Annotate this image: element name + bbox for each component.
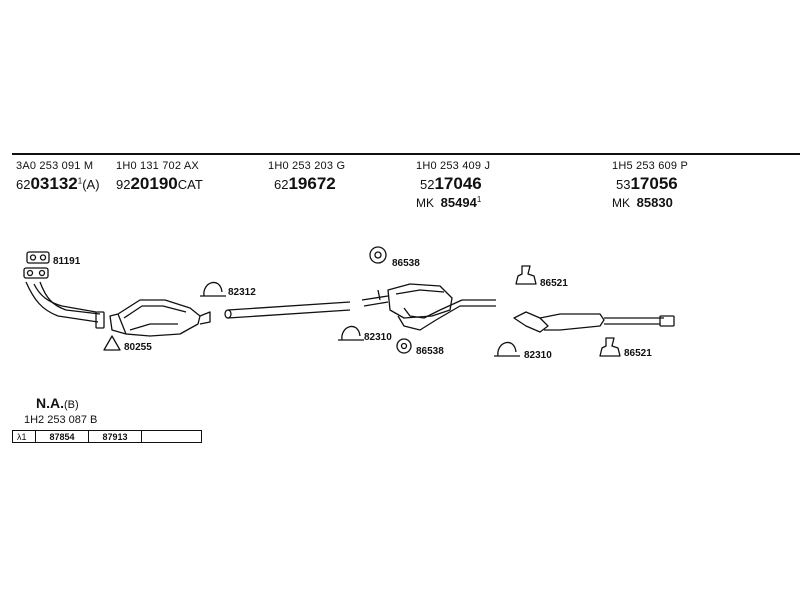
oem-number: 1H0 253 409 J: [416, 160, 491, 172]
ring-top-icon[interactable]: [369, 246, 387, 264]
label-clamp-mid: 82310: [364, 332, 392, 343]
mounting-kit: MK 854941: [416, 195, 482, 210]
part-middle-silencer[interactable]: 1H0 253 409 J 5217046 MK 854941: [416, 160, 490, 210]
label-gasket-cat: 80255: [124, 342, 152, 353]
lambda-symbol: λ1: [12, 430, 36, 443]
oem-number: 3A0 253 091 M: [16, 160, 94, 172]
label-hanger-top: 86521: [540, 278, 568, 289]
label-clamp-rear: 82310: [524, 350, 552, 361]
part-intermediate-pipe[interactable]: 1H0 253 203 G 6219672: [268, 160, 345, 194]
mounting-kit: MK 85830: [612, 195, 673, 210]
oem-number: 1H0 253 203 G: [268, 160, 346, 172]
label-hanger-rear: 86521: [624, 348, 652, 359]
clamp-mid-icon[interactable]: [338, 325, 364, 341]
lambda-cell[interactable]: 87854: [35, 430, 89, 443]
rear-silencer-icon[interactable]: [513, 311, 675, 333]
catalyst-icon[interactable]: [109, 299, 211, 337]
part-number: 6219672: [274, 174, 336, 193]
table-row: λ1 87854 87913: [12, 430, 202, 443]
front-pipe-icon[interactable]: [25, 281, 105, 329]
gasket-front-icon[interactable]: [23, 251, 50, 279]
na-heading: N.A.(B): [36, 395, 79, 411]
middle-silencer-icon[interactable]: [361, 283, 496, 331]
lambda-cell: [141, 430, 202, 443]
part-number: 5317056: [616, 174, 678, 193]
hanger-rear-icon[interactable]: [599, 337, 621, 357]
header-rule: [12, 153, 800, 155]
part-front-pipe[interactable]: 3A0 253 091 M 62031321(A): [16, 160, 100, 194]
part-catalyst[interactable]: 1H0 131 702 AX 9220190CAT: [116, 160, 203, 194]
gasket-cat-icon[interactable]: [103, 335, 121, 351]
clamp-rear-icon[interactable]: [494, 341, 520, 357]
oem-number: 1H5 253 609 P: [612, 160, 688, 172]
clamp-cat-icon[interactable]: [200, 281, 226, 297]
part-number: 62031321(A): [16, 174, 100, 193]
na-oem-number: 1H2 253 087 B: [24, 414, 98, 426]
label-clamp-cat: 82312: [228, 287, 256, 298]
part-rear-silencer[interactable]: 1H5 253 609 P 5317056 MK 85830: [612, 160, 688, 210]
ring-mid-icon[interactable]: [396, 338, 412, 354]
label-gasket-front: 81191: [53, 256, 81, 267]
lambda-cell[interactable]: 87913: [88, 430, 142, 443]
intermediate-pipe-icon[interactable]: [224, 301, 351, 319]
hanger-top-icon[interactable]: [515, 265, 537, 285]
lambda-table: λ1 87854 87913: [12, 430, 202, 443]
part-number: 9220190CAT: [116, 174, 203, 193]
label-ring-top: 86538: [392, 258, 420, 269]
oem-number: 1H0 131 702 AX: [116, 160, 199, 172]
label-ring-mid: 86538: [416, 346, 444, 357]
part-number: 5217046: [420, 174, 482, 193]
